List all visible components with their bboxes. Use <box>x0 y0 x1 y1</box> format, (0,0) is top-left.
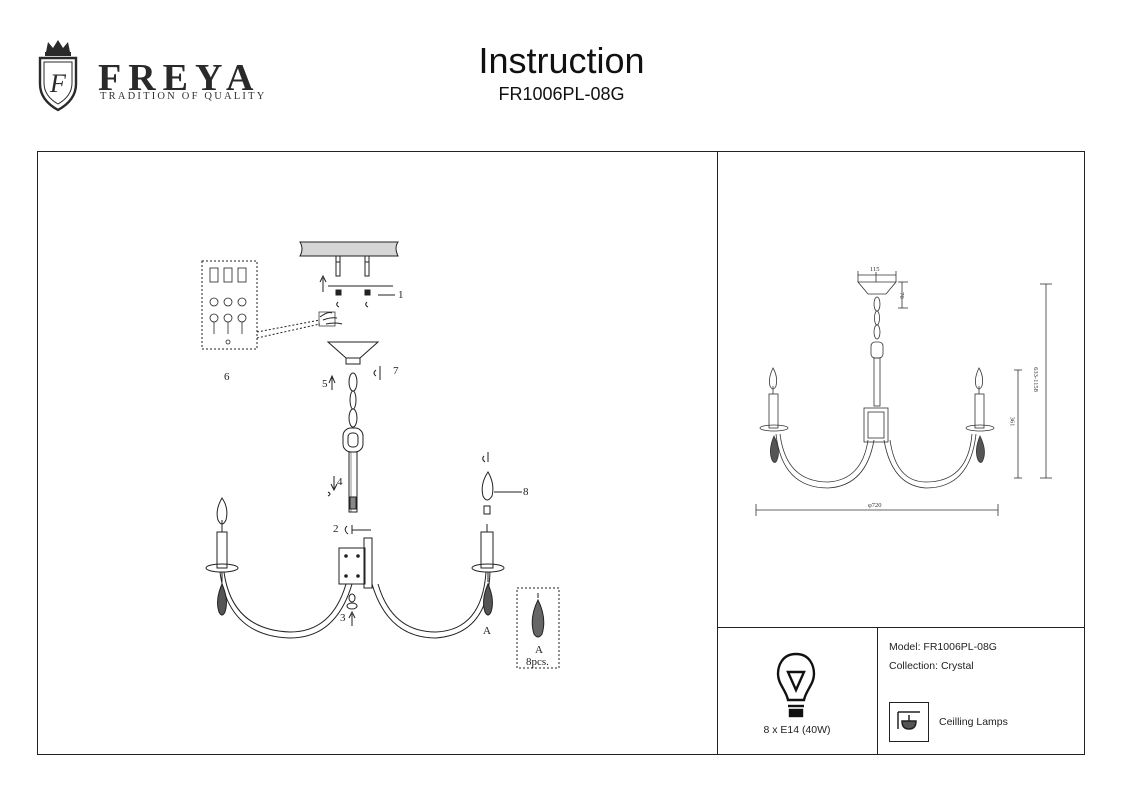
crystal-callout-label: A <box>535 644 543 656</box>
dim-body-height: 361 <box>1008 416 1016 427</box>
dim-total-height: 633-1158 <box>1031 367 1039 392</box>
brand-tagline: TRADITION OF QUALITY <box>100 91 267 102</box>
part-label-1: 1 <box>398 289 404 301</box>
svg-text:F: F <box>49 69 67 98</box>
part-label-6: 6 <box>224 371 230 383</box>
assembly-diagram <box>201 241 560 669</box>
panel-divider-vertical <box>717 151 718 755</box>
part-label-2: 2 <box>333 523 339 535</box>
sheet-frame <box>37 151 1085 755</box>
crystal-callout-qty: 8pcs. <box>526 656 549 668</box>
part-label-3: 3 <box>340 612 346 624</box>
part-label-8: 8 <box>523 486 529 498</box>
brand-name: FREYA <box>98 57 261 99</box>
brand-logo: F <box>34 38 82 114</box>
bulb-spec: 8 x E14 (40W) <box>763 724 831 736</box>
ceiling-lamp-icon <box>889 702 929 742</box>
bulb-icon <box>776 652 816 718</box>
spec-lamp-type: Ceilling Lamps <box>939 716 1008 728</box>
spec-divider <box>877 627 878 755</box>
dim-diameter: φ720 <box>868 502 882 509</box>
dim-canopy-height: 70 <box>897 292 905 299</box>
spec-collection: Collection: Crystal <box>889 660 974 672</box>
part-label-5: 5 <box>322 378 328 390</box>
part-label-7: 7 <box>393 365 399 377</box>
model-code: FR1006PL-08G <box>498 84 625 104</box>
part-label-a: A <box>483 625 491 637</box>
crest-icon: F <box>38 40 78 112</box>
panel-divider-horizontal <box>717 627 1085 628</box>
dimension-diagram <box>755 271 1052 516</box>
dim-canopy-width: 115 <box>870 266 880 273</box>
part-label-4: 4 <box>337 476 343 488</box>
page-title: Instruction <box>478 40 645 81</box>
spec-model: Model: FR1006PL-08G <box>889 641 997 653</box>
